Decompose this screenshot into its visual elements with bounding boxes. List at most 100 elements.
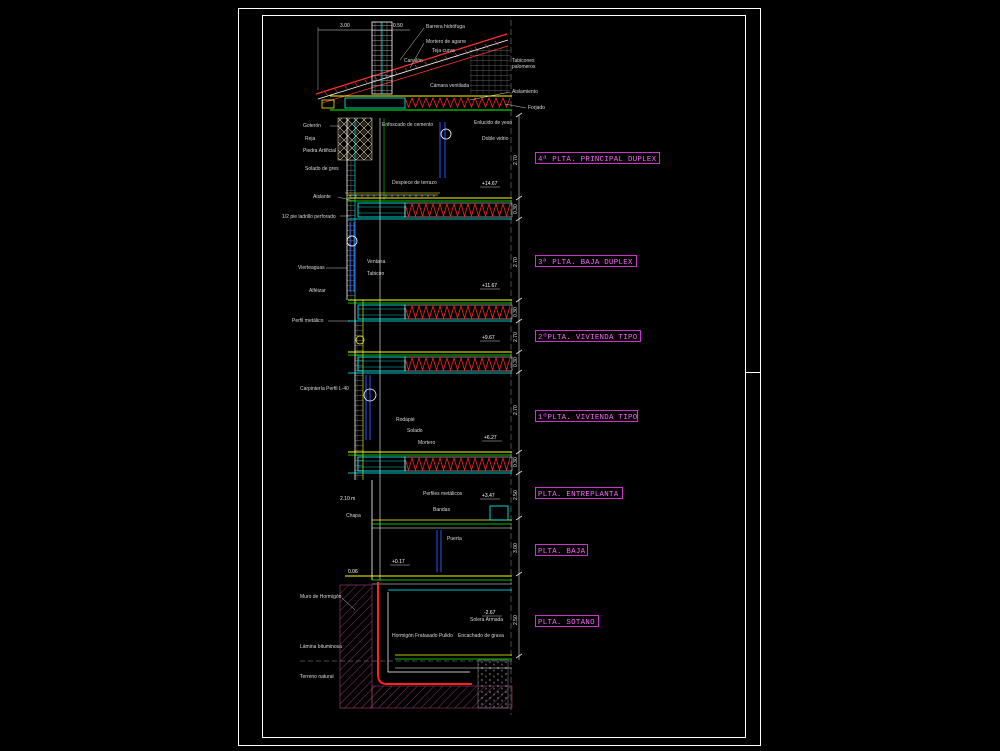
gravel-bed [371,685,513,709]
wall-brick-upper [347,160,355,300]
label-aislamiento: Aislamiento [512,89,538,95]
roof-insulation-zigzag [404,96,511,109]
dim-tick [515,195,523,201]
label-piedra: Piedra Artificial [303,148,336,154]
entreplanta-beam [489,505,509,521]
level-mark: 0.06 [348,569,358,575]
level-mark: -2.67 [484,610,496,616]
dim-tick [515,216,523,222]
level-mark: +0.17 [392,559,405,565]
label-solado-gres: Solado de gres [305,166,339,172]
dim-tick [515,470,523,476]
label-ladrillo: 1/2 pie ladrillo perforado [282,214,336,220]
right-retaining-hatch [477,659,509,709]
leader-line [399,27,425,61]
facade-wall [346,118,385,580]
floor-label-box [535,410,638,422]
label-hormigon-fratasado: Hormigón Fratasado Pulido [392,633,453,639]
label-perfiles-metalicos: Perfiles metálicos [423,491,463,497]
dim-tick [515,112,523,118]
leader-line [469,91,511,101]
dim-side: 2.70 [513,155,519,165]
level-mark: +9.67 [482,335,495,341]
dim-tick [515,653,523,659]
label-goteron: Goterón [303,123,321,129]
label-barrera: Barrera hidrófuga [426,24,465,30]
label-rodapie: Rodapié [396,417,415,423]
label-palomeros: palomeros [512,64,536,70]
roof-assembly [315,21,512,111]
label-tabicones: Tabicones [512,58,535,64]
label-enlucido: Enlucido de yeso [474,120,512,126]
floor-label-box [535,487,623,499]
label-vierteaguas: Vierteaguas [298,265,325,271]
dim-tick [515,515,523,521]
floor-label-1st: 1ºPLTA. VIVIENDA TIPO [538,413,638,422]
terrace-tiles [348,194,438,197]
slab-3rd-floor [347,299,513,322]
dim-tick [515,369,523,375]
label-camara: Cámara ventilada [430,83,469,89]
dim-side: 0.30 [513,307,519,317]
dim-side: 3.00 [513,543,519,553]
window-section-icon [355,335,365,345]
window-section-icon [440,128,452,140]
roof-tile-line [315,33,508,95]
dim-tick [515,571,523,577]
floor-label-box [535,544,588,556]
label-alfeizar: Alféizar [309,288,326,294]
label-carpinteria: Carpintería Perfil L-40 [300,386,349,392]
slab-entreplanta [372,505,512,529]
label-forjado: Forjado [528,105,545,111]
basement [339,582,513,709]
label-teja: Teja curva [432,48,455,54]
dim-tick [515,349,523,355]
label-terreno: Terreno natural [300,674,334,680]
dim-misc: 2.10 m [340,496,355,502]
label-doble-vidrio: Doble vidrio [482,136,509,142]
dim-side: 2.50 [513,490,519,500]
floor-label-box [535,152,660,164]
level-mark: +3.47 [482,493,495,499]
dimension-ticks [515,112,523,659]
dim-top: 3.00 [340,23,350,29]
label-puerta: Puerta [447,536,462,542]
floor-label-box [535,255,637,267]
wall-brick-middle [355,322,363,480]
dim-tick [515,297,523,303]
dim-side: 2.50 [513,615,519,625]
label-solado: Solado [407,428,423,434]
floor-label-box [535,615,599,627]
dim-side: 0.30 [513,204,519,214]
label-chapa: Chapa [346,513,361,519]
label-enfoscado: Enfoscado de cemento [382,122,433,128]
label-encachado: Encachado de grava [458,633,504,639]
dim-side: 2.70 [513,405,519,415]
label-perfil-metalico: Perfil metálico [292,318,324,324]
terrace-paving [345,192,440,197]
floor-label-entreplanta: PLTA. ENTREPLANTA [538,491,619,499]
dim-top: 0.50 [393,23,403,29]
label-canalon: Canalón [404,58,423,64]
label-reja: Reja [305,136,316,142]
window-section-icon [346,235,358,247]
slab-planta-baja [345,575,512,591]
label-aislante: Aislante [313,194,331,200]
dim-side: 0.30 [513,357,519,367]
label-tabicon: Tabicón [367,271,384,277]
material-labels: Barrera hidrófuga Mortero de agarre Teja… [282,24,545,680]
label-despiece: Despiece de terrazo [392,180,437,186]
earth-hatch-left [339,584,373,709]
dimensions: 3.00 0.50 2.10 m 2.70 0.30 2.70 0.30 2.7… [340,23,519,625]
window-symbols [346,128,452,402]
waterproofing-membrane [377,582,472,685]
floor-labels: 4ª PLTA. PRINCIPAL DUPLEX 3ª PLTA. BAJA … [535,152,660,627]
floor-label-4th: 4ª PLTA. PRINCIPAL DUPLEX [538,155,657,164]
dim-side: 2.70 [513,332,519,342]
label-bandas: Bandas [433,507,450,513]
level-marks: +14.67 +11.67 +9.67 +6.27 +3.47 +0.17 -2… [348,181,502,617]
glazing [349,122,446,572]
window-section-icon [363,388,377,402]
label-solera: Solera Armada [470,617,503,623]
dim-tick [515,449,523,455]
